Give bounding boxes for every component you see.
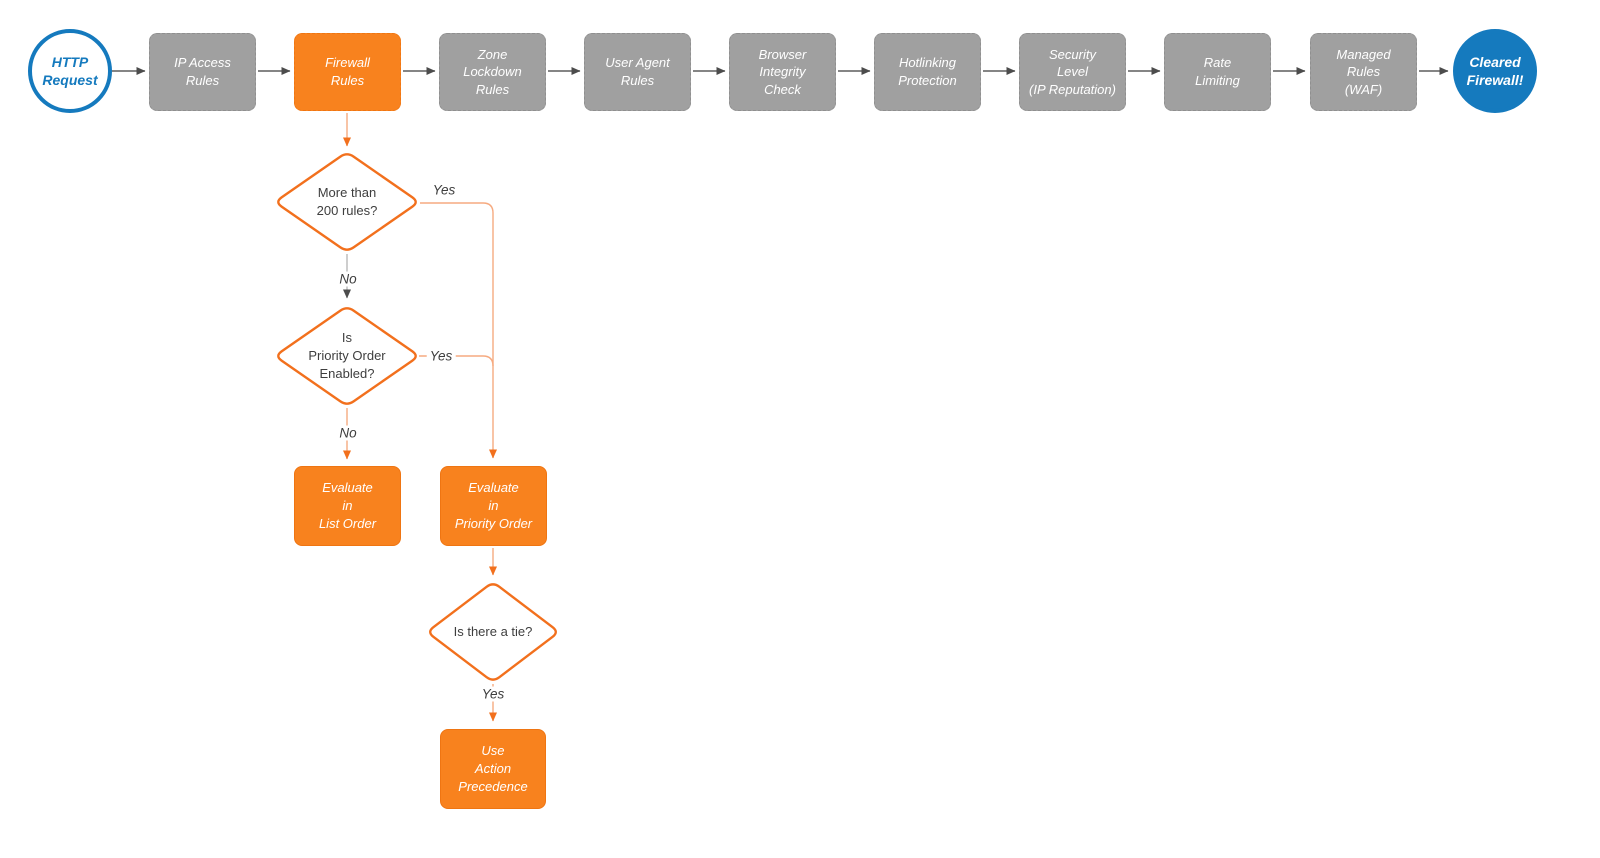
edge-decision2-yes-merge [419,355,494,367]
stage-zone-lockdown-rules: Zone Lockdown Rules [439,33,546,111]
node-label: Browser Integrity Check [758,46,807,97]
decision-priority-order-enabled: Is Priority Order Enabled? [273,304,421,408]
decision-label: Is there a tie? [453,623,533,639]
node-label: Evaluate in List Order [318,479,377,532]
edge-label-decision2-yes: Yes [426,348,456,364]
action-evaluate-in-list-order: Evaluate in List Order [294,466,401,546]
edge-decision1-yes-to-priority-order [420,202,497,459]
node-label: Managed Rules (WAF) [1336,46,1391,97]
node-label: Hotlinking Protection [898,55,957,88]
action-use-action-precedence: Use Action Precedence [440,729,546,809]
edge-label-decision1-yes: Yes [429,182,459,198]
decision-label: Is Priority Order Enabled? [308,329,386,382]
node-label: Cleared Firewall! [1466,53,1524,88]
node-cleared-firewall: Cleared Firewall! [1453,29,1537,113]
stage-hotlinking-protection: Hotlinking Protection [874,33,981,111]
stage-ip-access-rules: IP Access Rules [149,33,256,111]
node-http-request: HTTP Request [28,29,112,113]
node-label: Zone Lockdown Rules [463,46,522,97]
node-label: Evaluate in Priority Order [454,479,533,532]
diamond-shape [277,307,417,405]
decision-label: More than 200 rules? [316,184,378,218]
stage-browser-integrity-check: Browser Integrity Check [729,33,836,111]
stage-security-level-ip-reputation: Security Level (IP Reputation) [1019,33,1126,111]
diamond-shape [429,583,557,681]
node-label: Use Action Precedence [458,742,528,795]
node-label: HTTP Request [42,53,98,88]
action-evaluate-in-priority-order: Evaluate in Priority Order [440,466,547,546]
stage-rate-limiting: Rate Limiting [1164,33,1271,111]
node-label: Security Level (IP Reputation) [1029,46,1116,97]
node-label: Rate Limiting [1195,55,1240,88]
node-label: User Agent Rules [605,55,670,88]
stage-managed-rules-waf: Managed Rules (WAF) [1310,33,1417,111]
node-label: IP Access Rules [174,55,231,88]
decision-more-than-200-rules: More than 200 rules? [273,150,421,254]
edge-label-decision3-yes: Yes [478,686,508,702]
stage-user-agent-rules: User Agent Rules [584,33,691,111]
edge-label-decision1-no: No [336,271,360,287]
stage-firewall-rules: Firewall Rules [294,33,401,111]
diamond-shape [277,153,417,251]
edge-label-decision2-no: No [336,425,360,441]
node-label: Firewall Rules [325,55,370,88]
decision-is-there-a-tie: Is there a tie? [425,580,561,684]
